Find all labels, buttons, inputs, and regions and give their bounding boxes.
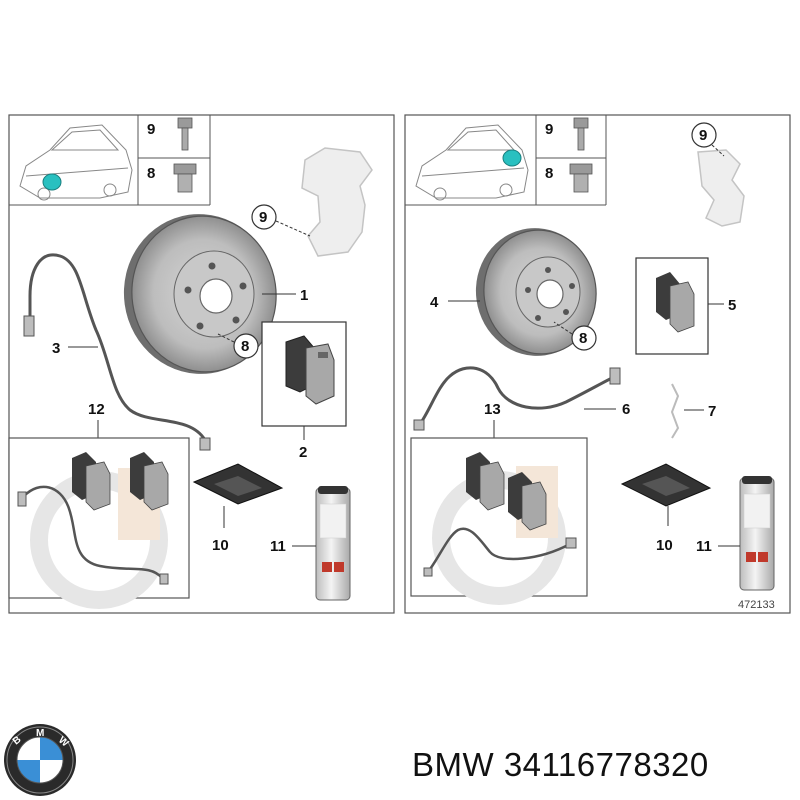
callout-12: 12 [88,401,105,418]
rear-brake-highlight [502,149,522,167]
callout-10: 10 [212,537,229,554]
kit-pads-left [72,452,169,511]
callout-11: 11 [270,538,286,555]
callout-7: 7 [708,403,716,420]
inset-callout-8: 8 [147,165,155,182]
anti-rattle-spring [670,383,680,439]
logo-letter-m: M [36,728,44,739]
callout-11: 11 [696,538,712,555]
right-vehicle-inset: 9 8 [405,115,607,206]
callout-9: 9 [699,127,707,144]
brake-caliper-carrier [301,147,373,257]
callout-4: 4 [430,294,439,311]
front-brake-highlight [42,173,62,191]
brake-pads-box [261,321,347,427]
bmw-logo: B M W [4,724,76,796]
callout-5: 5 [728,297,736,314]
callout-8: 8 [579,330,587,347]
left-panel: 9 8 9 [8,114,395,614]
callout-2: 2 [299,444,307,461]
inset-callout-8: 8 [545,165,553,182]
grease-pouch [192,463,284,505]
rear-brake-disc [475,228,597,356]
rear-caliper-carrier [697,149,745,227]
spray-can [315,486,351,601]
rear-brake-pads-box [635,257,709,355]
part-number-label: BMW 34116778320 [412,746,709,783]
callout-10: 10 [656,537,673,554]
grease-pouch [620,463,712,507]
brake-wear-sensor [28,253,207,442]
callout-6: 6 [622,401,630,418]
spray-can [739,476,775,591]
bolt-icon [177,117,193,151]
drawing-reference-number: 472133 [738,599,775,611]
right-panel: 9 8 9 [404,114,791,614]
car-outline [19,124,133,201]
inset-callout-9: 9 [147,121,155,138]
bolt-icon [573,117,589,151]
brake-disc [123,214,277,374]
callout-13: 13 [484,401,501,418]
repair-kit-box-12 [8,437,190,609]
screw-plug-icon [569,163,593,193]
repair-kit-box-13 [410,437,588,605]
screw-plug-icon [173,163,197,193]
left-vehicle-inset: 9 8 [9,115,211,206]
callout-3: 3 [52,340,60,357]
rear-brake-wear-sensor [418,366,614,426]
callout-8: 8 [241,338,249,355]
callout-9: 9 [259,209,267,226]
inset-callout-9: 9 [545,121,553,138]
car-outline [415,124,529,201]
callout-1: 1 [300,287,308,304]
